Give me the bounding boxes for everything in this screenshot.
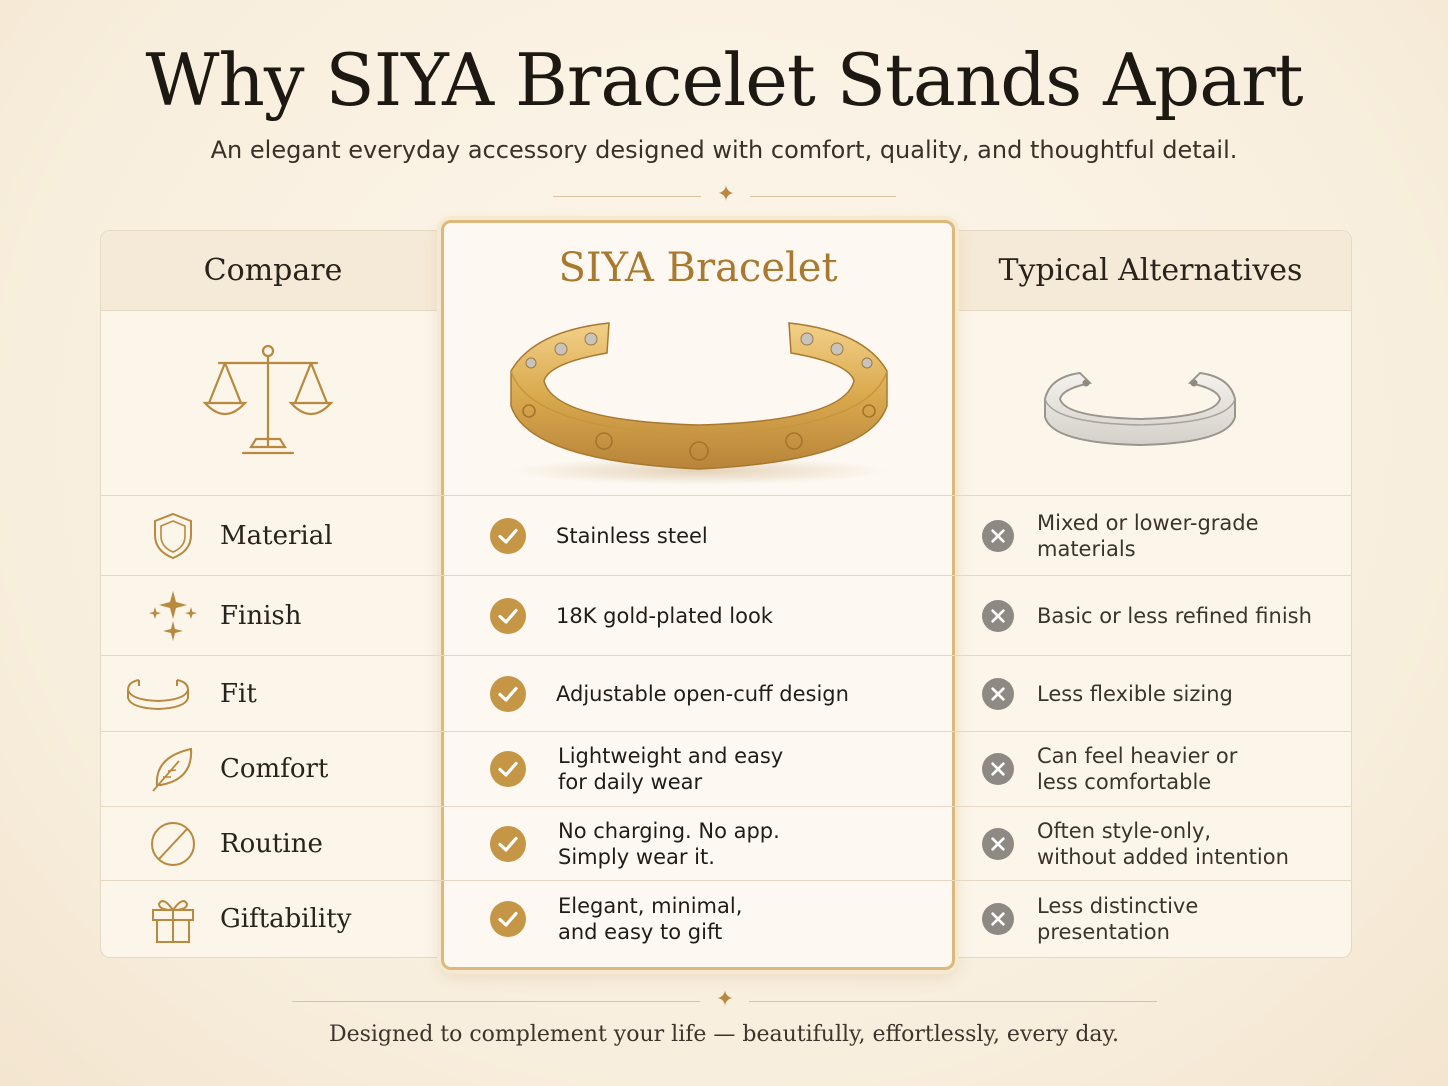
feature-row-material: Material: [100, 496, 445, 575]
feature-row-giftability: Giftability: [100, 881, 445, 957]
alt-value: Often style-only,without added intention: [1037, 818, 1289, 869]
feature-row-fit: Fit: [100, 656, 445, 731]
balance-scale-icon: [202, 344, 334, 455]
row-divider: [100, 731, 1352, 732]
feature-label: Fit: [220, 678, 257, 709]
silver-bracelet-icon: [1044, 371, 1236, 447]
cross-icon: [982, 677, 1014, 710]
feature-label: Material: [220, 520, 333, 551]
check-icon: [490, 901, 526, 937]
alt-value: Mixed or lower-grade materials: [1037, 510, 1259, 561]
row-divider: [100, 655, 1352, 656]
siya-value: 18K gold-plated look: [556, 603, 773, 628]
cross-icon: [982, 519, 1014, 552]
siya-value: Elegant, minimal,and easy to gift: [558, 894, 743, 944]
row-divider: [100, 495, 1352, 496]
row-divider: [100, 880, 1352, 881]
siya-header: SIYA Bracelet: [558, 245, 838, 291]
top-divider: ✦: [0, 182, 1448, 207]
alt-cell-material: Mixed or lower-grade materials: [982, 496, 1347, 575]
bottom-divider: ✦: [0, 987, 1448, 1012]
check-icon: [490, 675, 526, 712]
siya-value: Adjustable open-cuff design: [556, 681, 849, 706]
no-sign-icon: [151, 821, 195, 866]
check-icon: [490, 751, 526, 787]
siya-value: Stainless steel: [556, 523, 708, 548]
alt-value: Basic or less refined finish: [1037, 603, 1312, 628]
footer-tagline: Designed to complement your life — beaut…: [328, 1022, 1120, 1047]
check-icon: [490, 597, 526, 634]
feature-label: Routine: [220, 828, 323, 859]
star-ornament-icon: ✦: [716, 182, 736, 207]
cross-icon: [982, 903, 1014, 935]
siya-cell-giftability: Elegant, minimal,and easy to gift: [490, 881, 930, 957]
feature-row-routine: Routine: [100, 807, 445, 880]
feature-row-finish: Finish: [100, 576, 445, 655]
star-ornament-icon: ✦: [715, 987, 735, 1012]
siya-value: No charging. No app.Simply wear it.: [558, 818, 780, 869]
page-title: Why SIYA Bracelet Stands Apart: [145, 38, 1303, 122]
compare-header: Compare: [101, 231, 445, 311]
sparkle-icon: [149, 590, 197, 641]
siya-cell-fit: Adjustable open-cuff design: [490, 656, 930, 731]
alternatives-header: Typical Alternatives: [950, 231, 1351, 311]
page-subtitle: An elegant everyday accessory designed w…: [210, 136, 1238, 164]
feature-label: Finish: [220, 600, 302, 631]
leaf-icon: [152, 747, 193, 792]
alt-cell-finish: Basic or less refined finish: [982, 576, 1347, 655]
cross-icon: [982, 827, 1014, 860]
alternatives-panel: Typical Alternatives: [950, 230, 1352, 958]
siya-card: SIYA Bracelet: [441, 220, 955, 970]
check-icon: [490, 825, 526, 862]
cross-icon: [982, 599, 1014, 632]
feature-row-comfort: Comfort: [100, 732, 445, 806]
siya-cell-finish: 18K gold-plated look: [490, 576, 930, 655]
alt-value: Less flexible sizing: [1037, 681, 1233, 706]
shield-icon: [154, 512, 192, 559]
siya-cell-material: Stainless steel: [490, 496, 930, 575]
alt-cell-fit: Less flexible sizing: [982, 656, 1347, 731]
compare-panel: Compare: [100, 230, 445, 958]
gold-bracelet-icon: [509, 322, 889, 485]
row-divider: [100, 575, 1352, 576]
siya-cell-routine: No charging. No app.Simply wear it.: [490, 807, 930, 880]
check-icon: [490, 517, 526, 554]
cuff-icon: [127, 678, 189, 710]
cross-icon: [982, 753, 1014, 785]
feature-label: Comfort: [220, 754, 329, 784]
gift-icon: [152, 900, 194, 943]
feature-label: Giftability: [220, 904, 352, 934]
row-divider: [100, 806, 1352, 807]
alt-cell-routine: Often style-only,without added intention: [982, 807, 1347, 880]
